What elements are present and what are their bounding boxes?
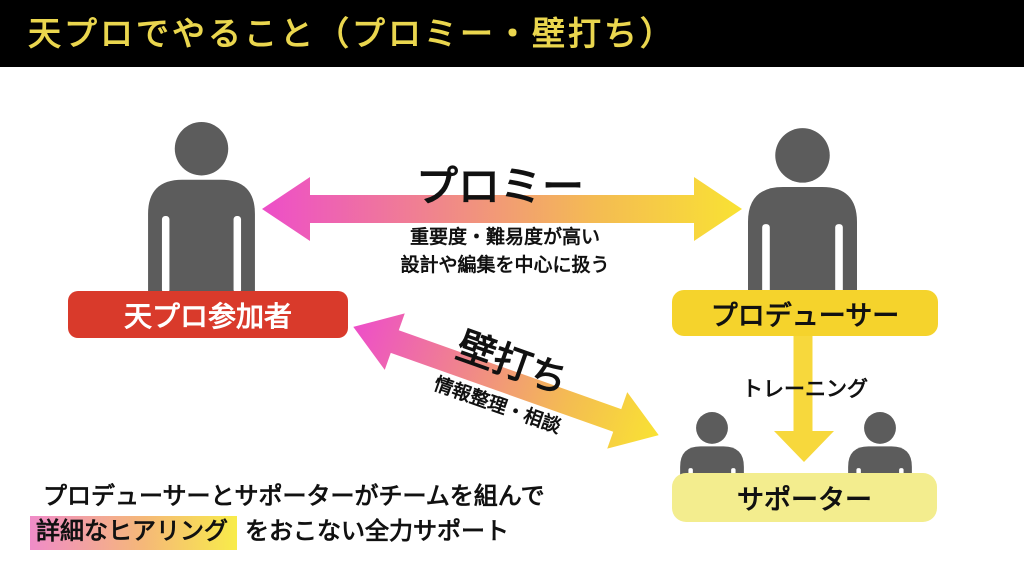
kabeuchi-arrow-group: 壁打ち 情報整理・相談 (337, 295, 675, 467)
promy-caption-line1: 重要度・難易度が高い (409, 227, 600, 248)
kabeuchi-double-arrow-icon (353, 313, 659, 449)
participant-person-icon (148, 122, 255, 293)
promy-arrow-label: プロミー (415, 163, 584, 210)
training-down-arrow-icon (774, 336, 834, 462)
footer-line1: プロデューサーとサポーターがチームを組んで (43, 483, 545, 510)
producer-person-icon (748, 128, 857, 294)
footer-highlight: 詳細なヒアリング (30, 516, 237, 550)
page-title: 天プロでやること（プロミー・壁打ち） (28, 15, 676, 52)
footer-line2: 詳細なヒアリングをおこない全力サポート (30, 516, 545, 550)
footer-rest: をおこない全力サポート (245, 518, 509, 545)
promy-arrow-caption: 重要度・難易度が高い 設計や編集を中心に扱う (355, 224, 655, 280)
supporter-node-label: サポーター (672, 473, 937, 522)
promy-caption-line2: 設計や編集を中心に扱う (400, 255, 610, 276)
promy-double-arrow-icon (262, 177, 742, 241)
footer-note: プロデューサーとサポーターがチームを組んで 詳細なヒアリングをおこない全力サポー… (30, 482, 545, 550)
title-bar: 天プロでやること（プロミー・壁打ち） (0, 0, 1024, 67)
training-arrow-label: トレーニング (742, 378, 868, 401)
producer-node-label: プロデューサー (672, 290, 938, 336)
participant-node-label: 天プロ参加者 (68, 291, 348, 338)
